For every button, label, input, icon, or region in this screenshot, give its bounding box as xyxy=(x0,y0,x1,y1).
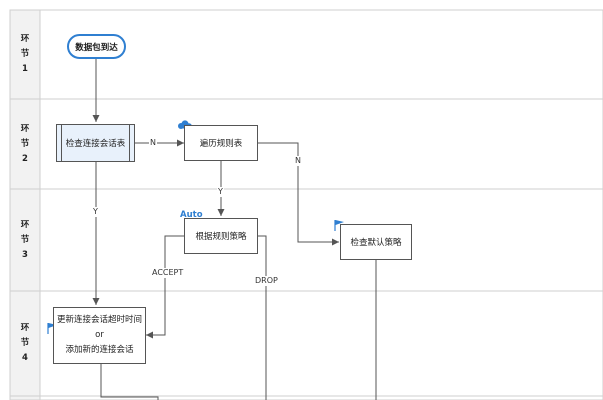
lane-header-column xyxy=(9,9,41,400)
flag-icon xyxy=(47,323,57,334)
lane-label-4: 环 节 4 xyxy=(20,323,30,363)
edge-policy-drop xyxy=(258,235,267,400)
start-node[interactable]: 数据包到达 xyxy=(67,34,126,59)
traverse-rules-node[interactable]: 遍历规则表 xyxy=(184,125,258,161)
update-session-line-2: or xyxy=(95,330,104,340)
auto-tag: Auto xyxy=(180,210,203,220)
flag-icon xyxy=(334,220,344,231)
rule-policy-node[interactable]: 根据规则策略 xyxy=(184,218,258,254)
edge-label-accept: ACCEPT xyxy=(151,268,185,278)
update-session-line-1: 更新连接会话超时时间 xyxy=(56,315,142,325)
update-session-line-3: 添加新的连接会话 xyxy=(65,345,134,355)
edge-label-session-yes: Y xyxy=(92,207,99,217)
update-session-node[interactable]: 更新连接会话超时时间 or 添加新的连接会话 xyxy=(53,307,146,364)
edge-rules-to-default xyxy=(258,142,339,246)
edge-label-session-no: N xyxy=(149,138,157,148)
lane-label-3: 环 节 3 xyxy=(20,219,30,260)
edge-label-drop: DROP xyxy=(254,276,279,286)
edge-policy-to-update xyxy=(146,235,184,339)
lane-labels: 环 节 1 环 节 2 环 节 3 环 节 4 xyxy=(10,10,40,400)
check-session-node[interactable]: 检查连接会话表 xyxy=(56,124,135,162)
edge-label-rules-yes: Y xyxy=(217,187,224,197)
lane-label-2: 环 节 2 xyxy=(20,123,30,164)
lane-label-1: 环 节 1 xyxy=(20,34,30,74)
edge-update-down xyxy=(100,364,159,400)
default-policy-node[interactable]: 检查默认策略 xyxy=(340,224,412,260)
edge-label-rules-no: N xyxy=(294,156,302,166)
